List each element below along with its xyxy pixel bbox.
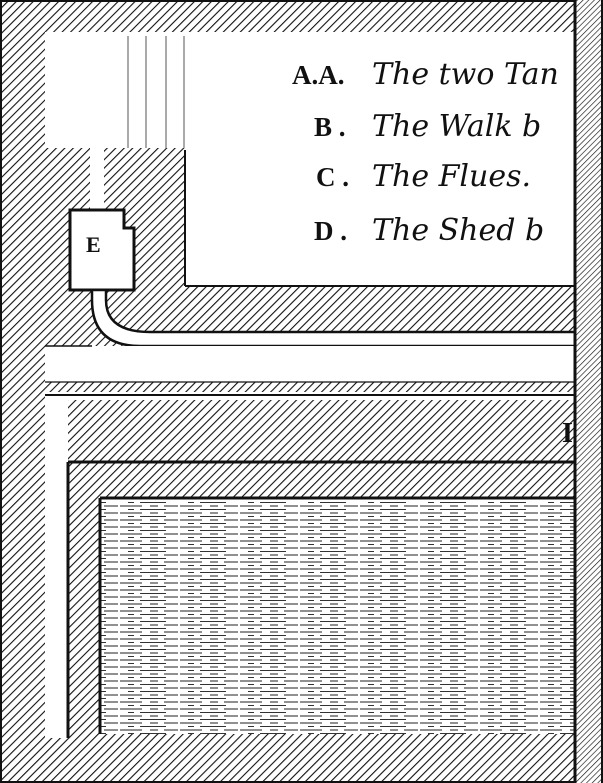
room-e xyxy=(68,208,136,292)
legend-text-d: The Shed b xyxy=(372,213,544,248)
legend-text-c: The Flues. xyxy=(372,159,531,194)
legend-text-b: The Walk b xyxy=(372,109,541,144)
flue-column xyxy=(127,36,185,148)
shed-left-wall-gap xyxy=(45,400,68,738)
edge-partial-label: I xyxy=(562,418,573,449)
legend-area xyxy=(185,32,575,286)
upper-left-chamber xyxy=(45,32,185,148)
legend-item-a: A.A. The two Tan xyxy=(292,57,559,92)
legend-letter-d: D . xyxy=(314,216,347,246)
legend: A.A. The two Tan B . The Walk b C . The … xyxy=(292,57,559,248)
legend-letter-c: C . xyxy=(316,162,349,192)
legend-item-c: C . The Flues. xyxy=(316,159,531,194)
legend-letter-b: B . xyxy=(314,112,346,142)
legend-item-b: B . The Walk b xyxy=(314,109,541,144)
tan-pit xyxy=(100,498,575,734)
room-e-label: E xyxy=(86,232,101,257)
legend-letter-a: A.A. xyxy=(292,60,345,90)
legend-item-d: D . The Shed b xyxy=(314,213,544,248)
walk-band xyxy=(45,346,575,382)
flue-passage xyxy=(90,148,104,210)
legend-text-a: The two Tan xyxy=(372,57,559,92)
